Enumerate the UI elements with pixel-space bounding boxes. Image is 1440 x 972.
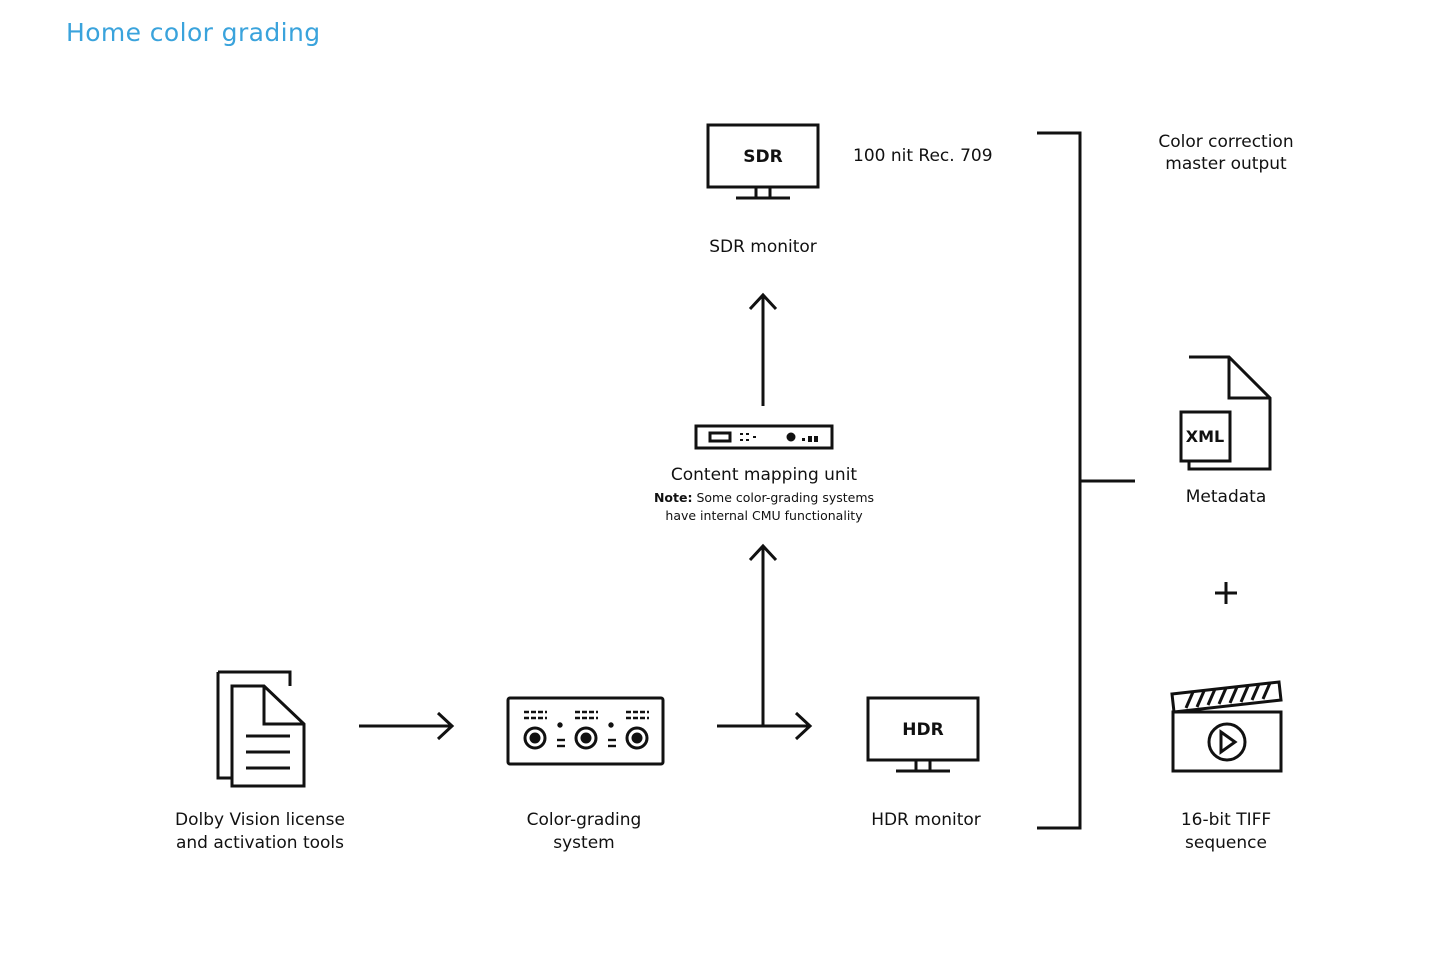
grading-label: Color-grading system bbox=[526, 810, 642, 853]
xml-file-icon bbox=[1179, 355, 1272, 471]
clapperboard-icon bbox=[1170, 680, 1283, 773]
cmu-device-icon bbox=[694, 424, 834, 450]
cmu-note-text: Some color-grading systems bbox=[692, 490, 875, 505]
documents-icon bbox=[216, 670, 306, 788]
xml-file-tag: XML bbox=[1186, 427, 1224, 446]
hdr-screen-label: HDR bbox=[902, 720, 943, 740]
metadata-label: Metadata bbox=[1185, 487, 1267, 507]
license-label: Dolby Vision license and activation tool… bbox=[175, 810, 345, 853]
hdr-monitor-label: HDR monitor bbox=[871, 810, 981, 830]
sdr-spec-label: 100 nit Rec. 709 bbox=[853, 146, 993, 166]
arrow-cmu-to-sdr bbox=[748, 292, 778, 406]
output-header: Color correction master output bbox=[1158, 132, 1294, 174]
output-bracket bbox=[1037, 131, 1135, 830]
page-title: Home color grading bbox=[66, 18, 321, 47]
cmu-note-line2: have internal CMU functionality bbox=[665, 508, 863, 523]
tiff-label: 16-bit TIFF sequence bbox=[1180, 810, 1272, 853]
arrow-license-to-grading bbox=[359, 711, 455, 741]
plus-icon bbox=[1215, 582, 1237, 604]
sdr-monitor-label: SDR monitor bbox=[709, 237, 817, 257]
cmu-note-bold: Note: bbox=[653, 490, 693, 505]
cmu-note: Note: Some color-grading systems have in… bbox=[614, 489, 914, 525]
grading-panel-icon bbox=[506, 696, 665, 766]
arrow-to-cmu bbox=[748, 543, 778, 726]
cmu-label: Content mapping unit bbox=[670, 465, 858, 485]
sdr-monitor-icon bbox=[706, 123, 820, 200]
sdr-screen-label: SDR bbox=[743, 147, 782, 167]
hdr-monitor-icon bbox=[866, 696, 980, 773]
